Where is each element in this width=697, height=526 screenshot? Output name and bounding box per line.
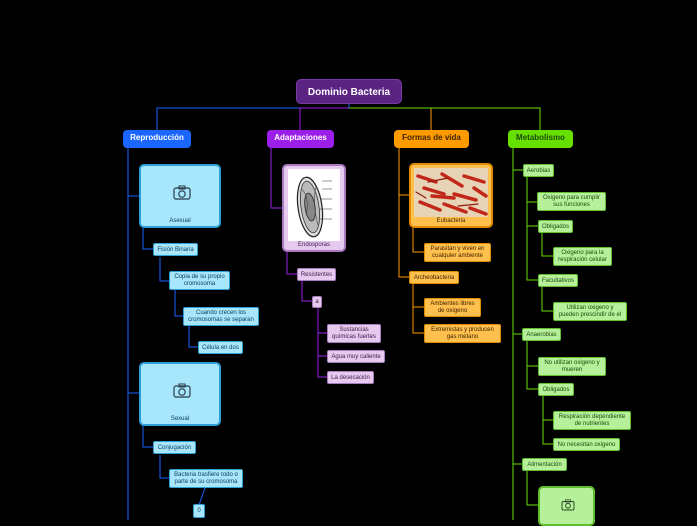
obligados-anaerobios-node[interactable]: Obligados [538,383,574,396]
obligados-aerobios-node[interactable]: Obligados [538,220,573,233]
sustancias-quimicas-node[interactable]: Sustancias químicas fuertes [327,324,381,343]
no-necesitan-oxigeno-node[interactable]: No necesitan oxigeno [553,438,620,451]
camera-icon [173,383,191,398]
resistentes-node[interactable]: Resistentes [297,268,336,281]
camera-icon [561,499,575,511]
no-utilizan-oxigeno-node[interactable]: No utilizan oxigeno y mueren [538,357,606,376]
formas-de-vida-header[interactable]: Formas de vida [394,130,469,148]
asexual-label: Asexual [169,218,191,224]
alimentacion-card[interactable] [538,486,595,526]
eubacteria-label: Eubacteria [436,218,466,224]
asexual-card[interactable]: Asexual [139,164,221,228]
respiracion-nutrientes-node[interactable]: Respiración dependiente de nutrientes [553,411,631,430]
conjugacion-node[interactable]: Conjugación [153,441,196,454]
archeobacteria-node[interactable]: Archeobacteria [409,271,459,284]
sexual-card[interactable]: Sexual [139,362,221,426]
desecacion-node[interactable]: La desecación [327,371,374,384]
celula-en-dos-node[interactable]: Célula en dos [198,341,243,354]
sexual-label: Sexual [170,416,190,422]
reproduccion-header[interactable]: Reproducción [123,130,191,148]
fision-binaria-node[interactable]: Fisión Binaria [153,243,198,256]
alimentacion-node[interactable]: Alimentación [522,458,567,471]
aerobias-node[interactable]: Aerobias [523,164,554,177]
bacteria-photo [414,168,488,217]
oxigeno-respiracion-node[interactable]: Oxigeno para la respiración celular [553,247,612,266]
endosporas-label: Endosporas [297,242,331,248]
parasitan-node[interactable]: Parasitan y viven en cualquier ambiente [424,243,491,262]
adaptaciones-header[interactable]: Adaptaciones [267,130,334,148]
agua-caliente-node[interactable]: Agua muy caliente [327,350,385,363]
endospore-diagram [288,169,340,241]
metabolismo-header[interactable]: Metabolismo [508,130,573,148]
utilizan-oxigeno-node[interactable]: Utilizan oxigeno y pueden prescindir de … [553,302,627,321]
root-node[interactable]: Dominio Bacteria [296,79,402,104]
cromosomas-separan-node[interactable]: Cuando crecen los cromosomas se separan [183,307,259,326]
camera-icon [173,185,191,200]
a-node[interactable]: a [312,296,322,308]
endosporas-card[interactable]: Endosporas [282,164,346,252]
anaerobias-node[interactable]: Anaerobias [522,328,561,341]
oxigeno-funciones-node[interactable]: Oxigeno para cumplir sus funciones [537,192,606,211]
copia-cromosoma-node[interactable]: Copia de su propio cromosoma [169,271,230,290]
small-node[interactable]: 0 [193,504,205,518]
eubacteria-card[interactable]: Eubacteria [409,163,493,228]
facultativos-node[interactable]: Facultativos [538,274,578,287]
ambientes-sin-oxigeno-node[interactable]: Ambientes libres de oxigeno [424,298,481,317]
extremistas-node[interactable]: Extremistas y producen gas metano [424,324,501,343]
transfiere-cromosoma-node[interactable]: Bacteria trasfiere todo o parte de su cr… [169,469,243,488]
